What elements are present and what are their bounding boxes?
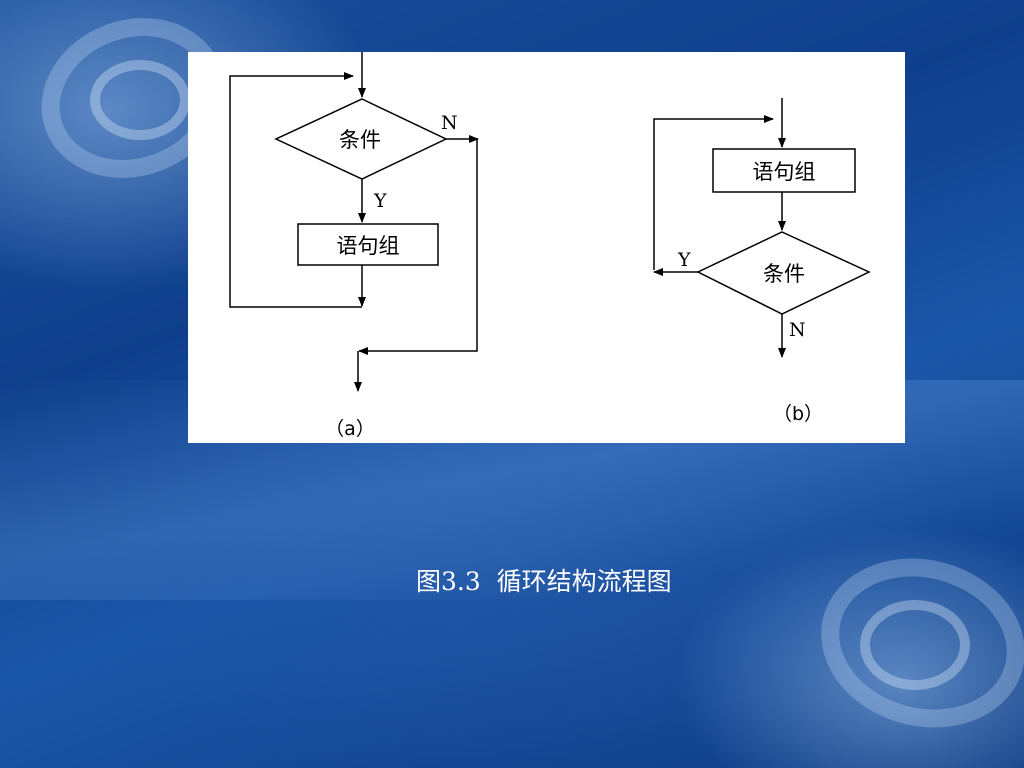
caption-b: （b） [773, 403, 823, 425]
flowchart-a [229, 52, 479, 392]
decorative-swirl [90, 60, 190, 140]
figure-caption: 图3.3 循环结构流程图 [416, 567, 672, 596]
statement-label-a: 语句组 [337, 234, 400, 258]
condition-label-b: 条件 [763, 262, 805, 286]
decorative-swirl [860, 600, 970, 690]
flowchart-b [653, 98, 871, 358]
exit-line-a [358, 139, 478, 355]
no-label-b: N [789, 319, 806, 341]
flowchart-figure: 条件 语句组 Y N （a） 语句组 条件 Y N [188, 52, 905, 443]
loop-back-line-b [653, 115, 774, 270]
flowchart-a-labels: 条件 语句组 Y N （a） [325, 112, 457, 440]
caption-a: （a） [325, 418, 375, 440]
statement-box-a [297, 223, 439, 266]
statement-box-b [712, 148, 856, 193]
loop-back-line-a [229, 72, 362, 308]
statement-label-b: 语句组 [753, 160, 816, 184]
flowchart-b-labels: 语句组 条件 Y N （b） [677, 160, 823, 425]
flowchart-svg: 条件 语句组 Y N （a） 语句组 条件 Y N [229, 52, 871, 440]
yes-label-b: Y [677, 249, 691, 271]
yes-label-a: Y [373, 190, 387, 212]
condition-label-a: 条件 [339, 128, 381, 152]
no-label-a: N [441, 112, 458, 134]
